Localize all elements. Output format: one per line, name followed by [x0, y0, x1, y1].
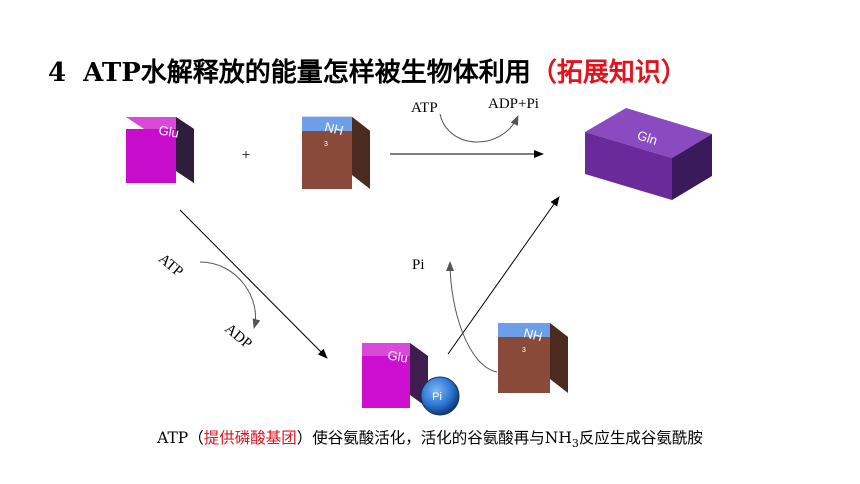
adp-pi-label-top: ADP+Pi — [488, 96, 539, 112]
caption-sub: 3 — [571, 437, 579, 451]
pi-release-label: Pi — [412, 257, 425, 273]
arrow-to-glu-p — [179, 209, 328, 359]
gln-block: Gln — [585, 108, 712, 200]
title-highlight: （拓展知识） — [530, 58, 687, 88]
arrow-rise-to-gln — [447, 196, 560, 355]
slide-title: 4 ATP水解释放的能量怎样被生物体利用（拓展知识） — [48, 52, 687, 89]
pi-ball-label: Pi — [432, 391, 442, 403]
caption-middle: ）使谷氨酸活化，活化的谷氨酸再与NH — [296, 429, 572, 447]
nh3-sub-top: 3 — [324, 141, 328, 148]
plus-sign: + — [241, 147, 250, 164]
title-main: ATP水解释放的能量怎样被生物体利用 — [83, 58, 531, 88]
pi-ball: Pi — [420, 376, 460, 416]
nh3-label-lower: NH — [522, 325, 544, 344]
glu-label: Glu — [158, 122, 181, 140]
atp-label-top: ATP — [411, 100, 438, 116]
atp-curve-lower — [199, 261, 261, 329]
caption-red: 提供磷酸基团 — [203, 429, 297, 447]
glu-p-label: Glu — [387, 347, 410, 365]
glu-p-cube: Glu — [362, 343, 428, 408]
glu-cube: Glu — [126, 117, 194, 183]
atp-curve-top — [439, 113, 519, 143]
atp-label-lower: ATP — [155, 251, 186, 280]
nh3-sub-lower: 3 — [522, 347, 526, 354]
nh3-label-top: NH — [323, 119, 345, 138]
title-number: 4 — [48, 58, 67, 88]
pi-release-curve — [446, 261, 498, 373]
nh3-cube-top: NH 3 — [301, 116, 371, 189]
gln-label: Gln — [635, 127, 659, 148]
adp-label-lower: ADP — [221, 321, 254, 353]
caption-suffix: 反应生成谷氨酰胺 — [578, 429, 703, 447]
caption-prefix: ATP（ — [157, 429, 204, 447]
caption: ATP（提供磷酸基团）使谷氨酸活化，活化的谷氨酸再与NH3反应生成谷氨酰胺 — [0, 426, 860, 450]
nh3-cube-lower: NH 3 — [498, 323, 568, 393]
